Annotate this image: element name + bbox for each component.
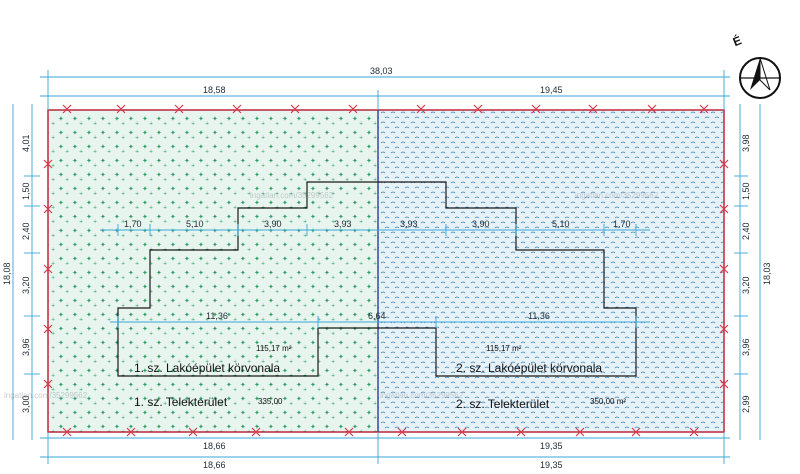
north-label: É <box>731 32 744 49</box>
dim-right-seg-6: 2,99 <box>741 395 751 413</box>
dim-mid-center: 6,64 <box>368 311 386 321</box>
plot-left-area <box>48 110 378 432</box>
label-plot-right: 2. sz. Telekterület <box>456 397 550 411</box>
north-arrow <box>739 57 781 99</box>
building-outline-right <box>378 181 637 377</box>
dim-top-right: 19,45 <box>540 85 563 95</box>
border-marks <box>43 104 729 437</box>
dimension-lines <box>12 70 761 464</box>
dim-right-seg-3: 2,40 <box>741 222 751 240</box>
label-plot-left: 1. sz. Telekterület <box>134 395 228 409</box>
dim-left-seg-1: 4,01 <box>21 134 31 152</box>
dim-left-total: 18,08 <box>2 262 12 285</box>
area-building-left: 115,17 m² <box>256 344 292 353</box>
dim-total-top: 38,03 <box>370 66 393 76</box>
dim-mid-right: 11,36 <box>528 311 550 321</box>
watermark: ingatlan.com/35299562 <box>380 391 464 400</box>
dim-row-right-2: 3,90 <box>472 219 490 229</box>
label-building-left: 1. sz. Lakóépület körvonala <box>134 361 280 375</box>
dim-row-left-1: 1,70 <box>124 219 142 229</box>
dim-row-left-2: 5,10 <box>186 219 204 229</box>
dim-row-right-1: 3,93 <box>400 219 418 229</box>
area-building-right: 115,17 m² <box>486 344 522 353</box>
dim-mid-left: 11,36 <box>206 311 228 321</box>
label-building-right: 2. sz. Lakóépület körvonala <box>456 361 602 375</box>
watermark: ingatlan.com/35299562 <box>4 391 88 400</box>
watermark: ingatlan.com/35299562 <box>250 191 334 200</box>
dim-left-seg-4: 3,20 <box>21 276 31 294</box>
building-outline-left <box>117 181 378 377</box>
dim-left-seg-5: 3,96 <box>21 338 31 356</box>
plot-right-area <box>378 110 724 432</box>
dim-left-seg-3: 2,40 <box>21 222 31 240</box>
dim-right-seg-5: 3,96 <box>741 338 751 356</box>
dim-right-total: 18,03 <box>762 262 772 285</box>
dim-row-right-4: 1,70 <box>613 219 631 229</box>
dim-bottom-outer-right: 19,35 <box>540 460 563 470</box>
dim-left-seg-2: 1,50 <box>21 182 31 200</box>
dim-right-seg-1: 3,98 <box>741 134 751 152</box>
dim-row-right-3: 5,10 <box>552 219 570 229</box>
dim-row-left-3: 3,90 <box>264 219 282 229</box>
dim-left-seg-6: 3,00 <box>21 395 31 413</box>
dim-right-seg-2: 1,50 <box>741 182 751 200</box>
dim-row-left-4: 3,93 <box>334 219 352 229</box>
plot-border <box>47 109 725 433</box>
area-plot-left: 335,00 <box>258 397 283 406</box>
dim-top-left: 18,58 <box>203 85 226 95</box>
dim-right-seg-4: 3,20 <box>741 276 751 294</box>
dim-bottom-inner-right: 19,35 <box>540 441 563 451</box>
watermark: ingatlan.com/35299562 <box>575 191 659 200</box>
dim-bottom-outer-left: 18,66 <box>203 460 226 470</box>
dim-bottom-inner-left: 18,66 <box>203 441 226 451</box>
area-plot-right: 350,00 m² <box>590 397 626 406</box>
